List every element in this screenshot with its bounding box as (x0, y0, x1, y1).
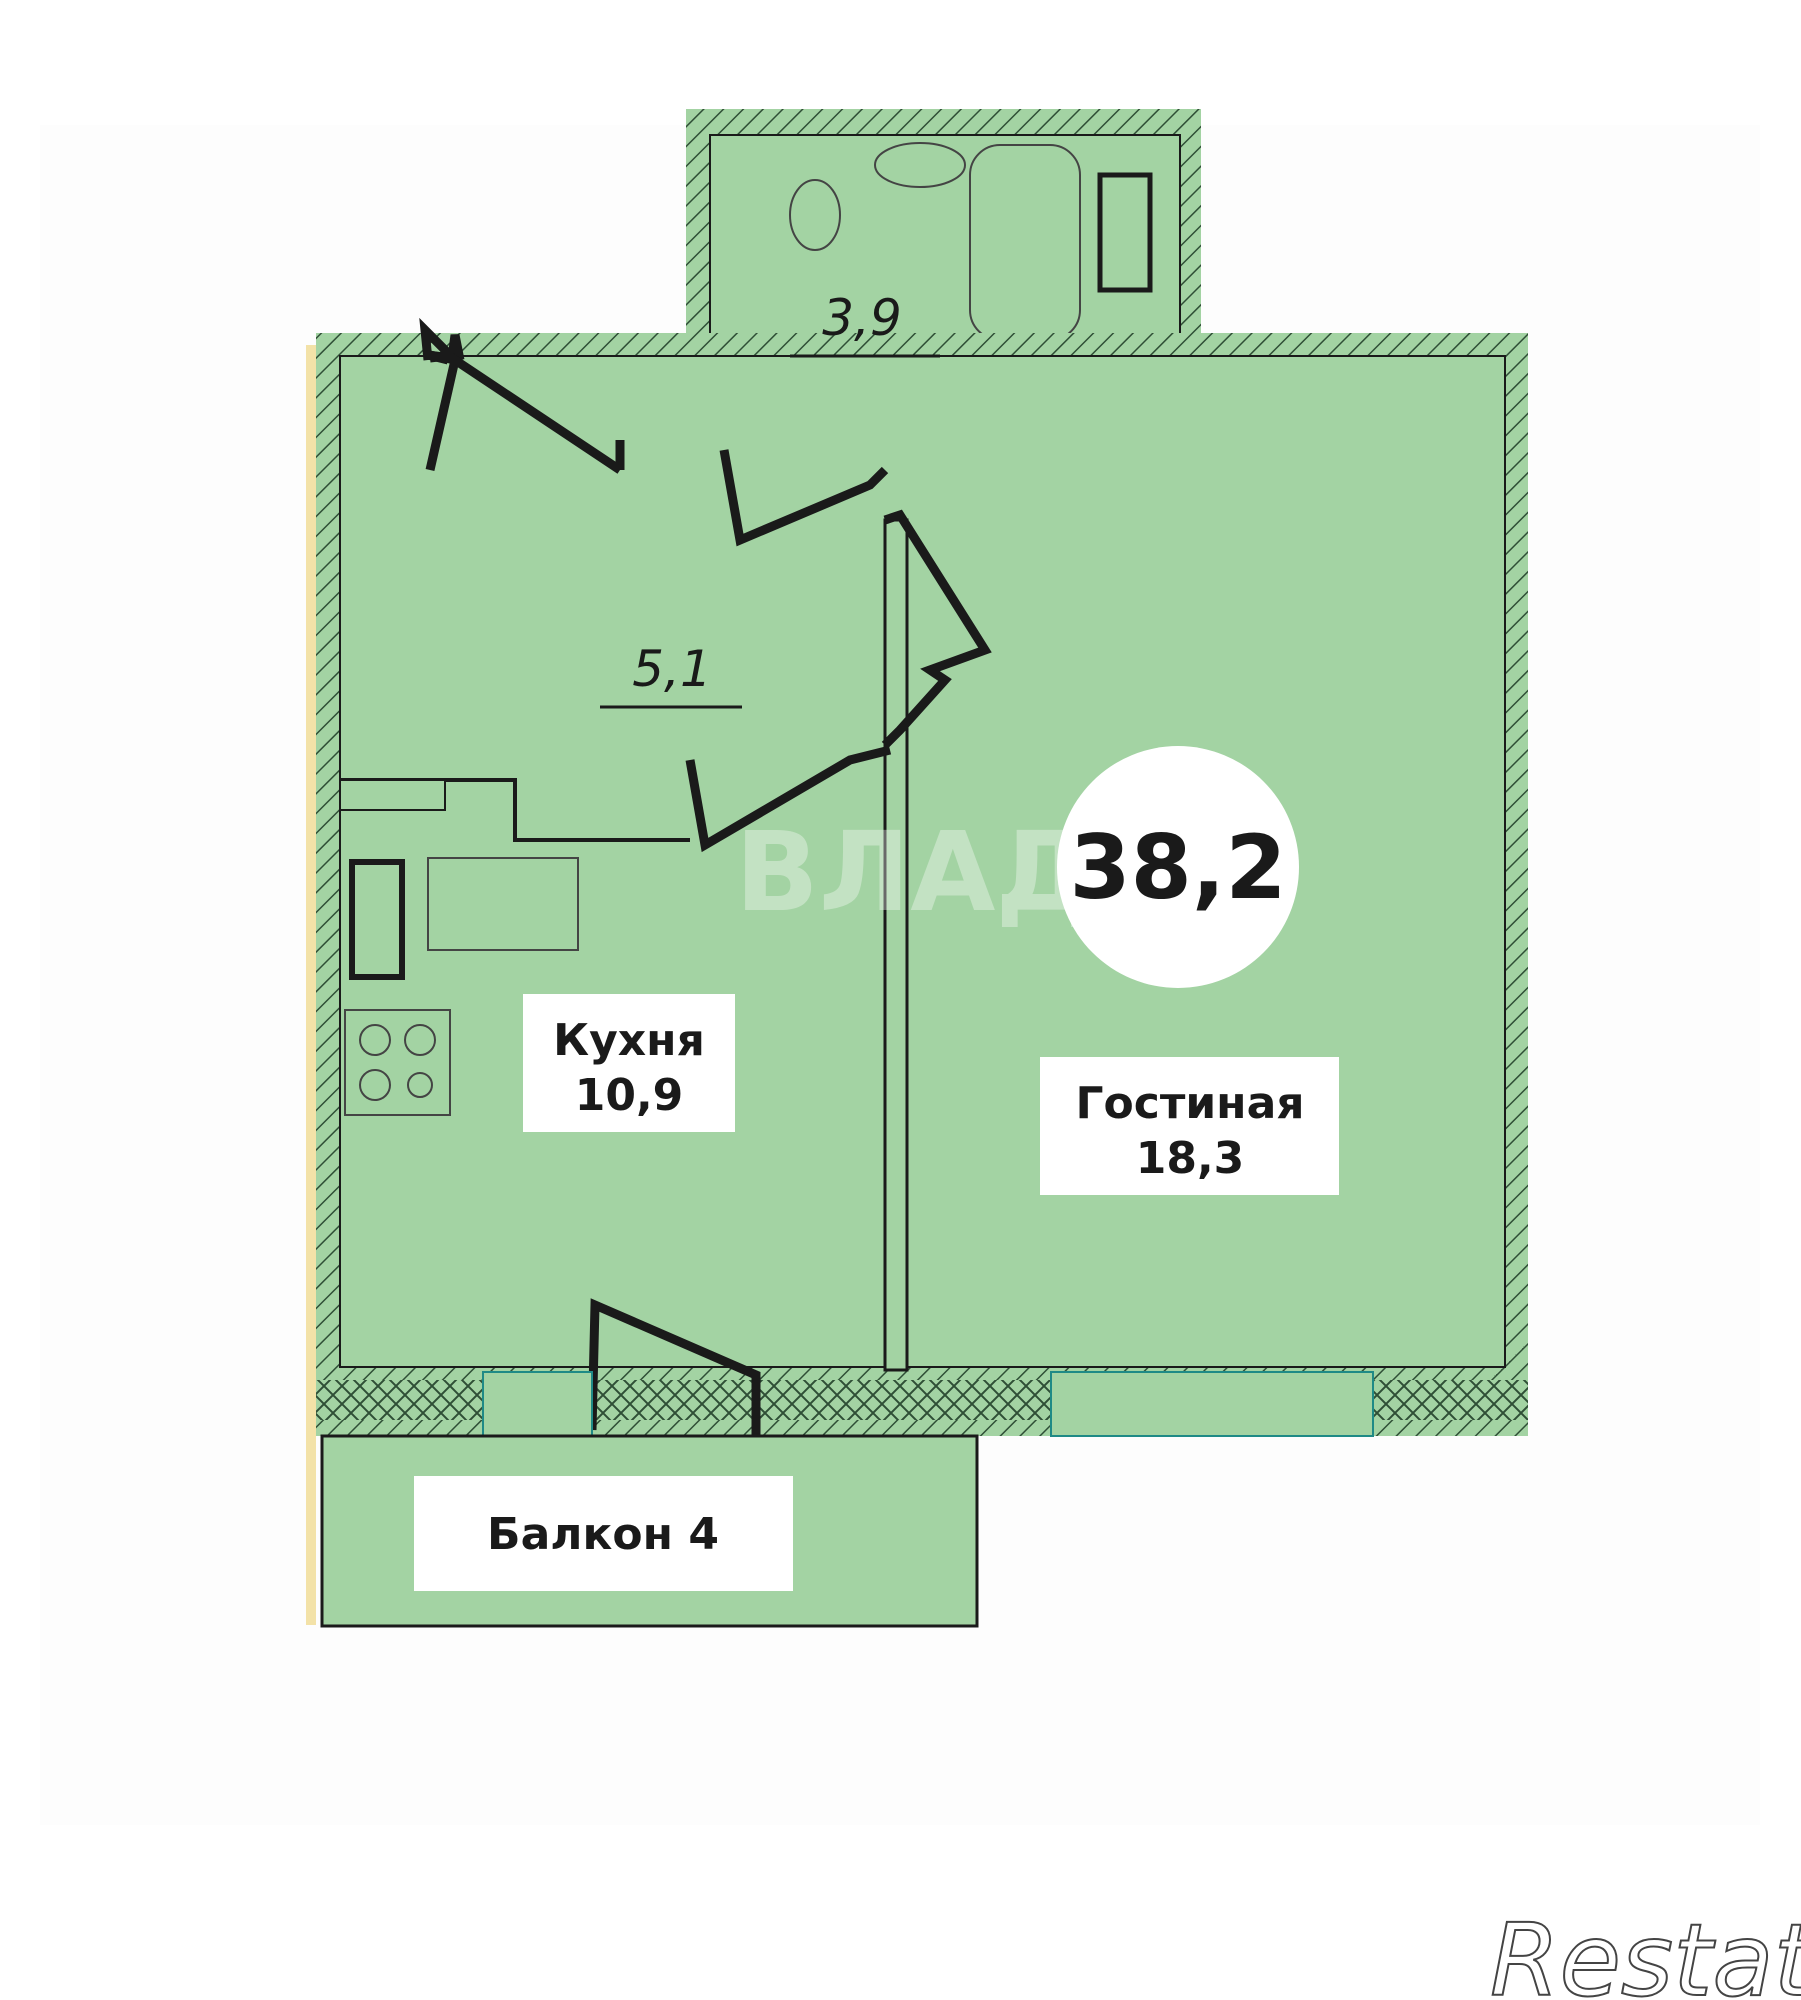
bathroom-area: 3,9 (822, 289, 902, 347)
living-room-area: 18,3 (1136, 1133, 1245, 1184)
boiler-icon (349, 859, 405, 980)
boiler-icon (1097, 172, 1153, 293)
bathtub-icon (969, 144, 1081, 341)
kitchen-label-box (523, 994, 735, 1132)
sink-icon (427, 857, 579, 951)
total-area: 38,2 (1069, 816, 1286, 919)
bathroom (686, 109, 1201, 350)
kitchen-fixtures (344, 857, 579, 1116)
stove-icon (344, 1009, 451, 1116)
balcony-label: Балкон 4 (487, 1509, 719, 1560)
hallway-area: 5,1 (632, 640, 712, 698)
toilet-icon (789, 179, 841, 251)
living-room-name: Гостиная (1075, 1078, 1304, 1129)
kitchen-area: 10,9 (575, 1070, 684, 1121)
apartment-walls (306, 333, 1528, 1625)
sink-icon (874, 142, 966, 188)
living-room-label-box (1040, 1057, 1339, 1195)
balcony-label-box (414, 1476, 793, 1591)
doors (419, 317, 992, 1440)
kitchen-name: Кухня (553, 1015, 705, 1066)
windows (482, 1371, 1374, 1437)
restate-logo: Restate (1490, 1902, 1801, 2000)
total-area-badge (1057, 746, 1299, 988)
partition-wall (883, 518, 909, 1372)
